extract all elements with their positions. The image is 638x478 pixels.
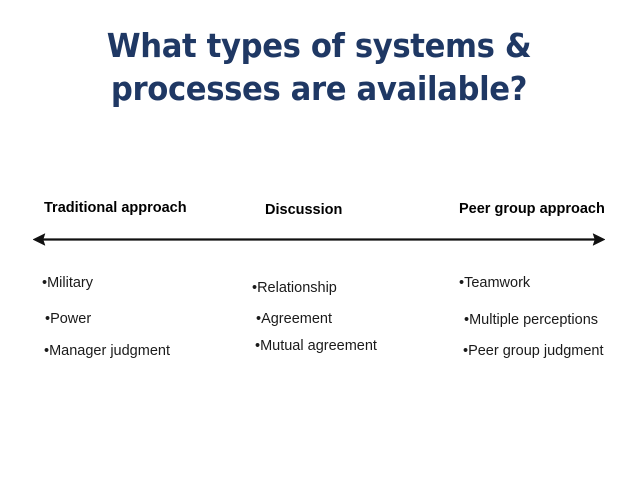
list-item: •Mutual agreement	[255, 338, 377, 354]
column-header-peer-group-approach: Peer group approach	[459, 201, 605, 217]
bullet-column-discussion: •Relationship •Agreement •Mutual agreeme…	[252, 279, 442, 355]
page-title-line-2: processes are available?	[110, 69, 528, 108]
list-item: •Peer group judgment	[463, 343, 604, 359]
column-header-discussion: Discussion	[265, 202, 343, 218]
list-item: •Agreement	[256, 311, 333, 327]
arrow-right-head	[592, 233, 605, 246]
bullet-column-traditional-approach: •Military •Power •Manager judgment	[42, 274, 232, 360]
arrow-left-head	[33, 233, 46, 246]
list-item: •Teamwork	[459, 275, 531, 291]
list-item: •Military	[42, 275, 93, 291]
bullet-column-peer-group-approach: •Teamwork •Multiple perceptions •Peer gr…	[459, 274, 637, 360]
page-title: What types of systems & processes are av…	[22, 24, 615, 110]
page-title-line-1: What types of systems &	[106, 26, 532, 65]
list-item: •Manager judgment	[44, 343, 170, 359]
list-item: •Multiple perceptions	[464, 312, 599, 328]
list-item: •Power	[45, 311, 92, 327]
list-item: •Relationship	[252, 280, 337, 296]
spectrum-axis	[33, 230, 605, 250]
column-header-traditional-approach: Traditional approach	[44, 200, 187, 216]
